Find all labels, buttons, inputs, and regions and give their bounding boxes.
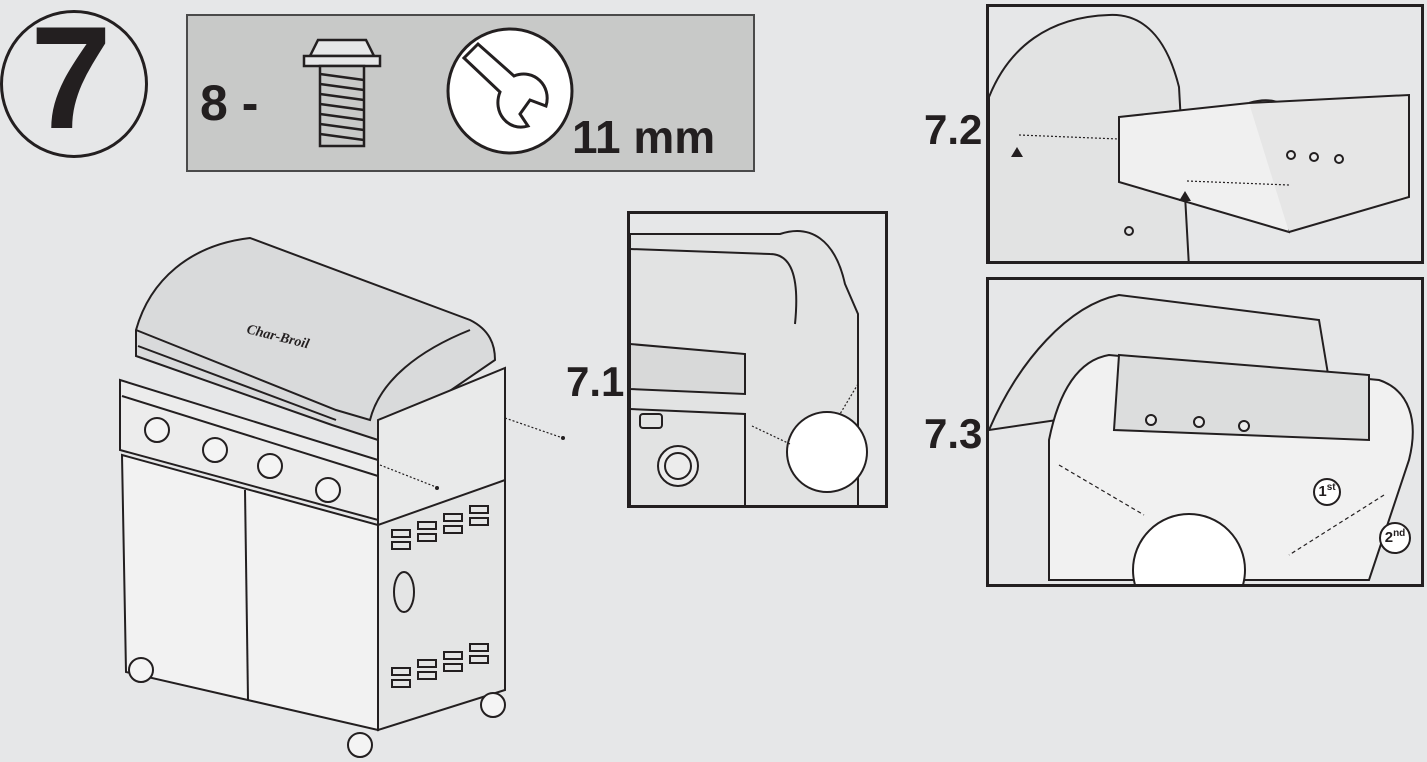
step-number: 7 [30,0,112,159]
detail-panel-7-1 [627,211,888,508]
bolt-icon [302,38,382,148]
wrench-icon [446,27,574,155]
second-number: 2 [1384,529,1394,546]
substep-label-7-3: 7.3 [924,410,983,457]
tightening-order-first: 1st [1310,482,1344,500]
substep-label-7-2: 7.2 [924,106,983,153]
second-suffix: nd [1393,528,1406,539]
wrench-size: 11 mm [572,111,716,163]
first-number: 1 [1318,483,1327,500]
substep-label-7-1: 7.1 [566,358,625,405]
first-suffix: st [1326,482,1336,493]
step-number-circle [0,10,148,158]
detail-panel-7-2 [986,4,1424,264]
detail-panel-7-3: 1st 2nd [986,277,1424,587]
hardware-quantity: 8 - [200,75,259,131]
tightening-order-second: 2nd [1378,528,1412,546]
